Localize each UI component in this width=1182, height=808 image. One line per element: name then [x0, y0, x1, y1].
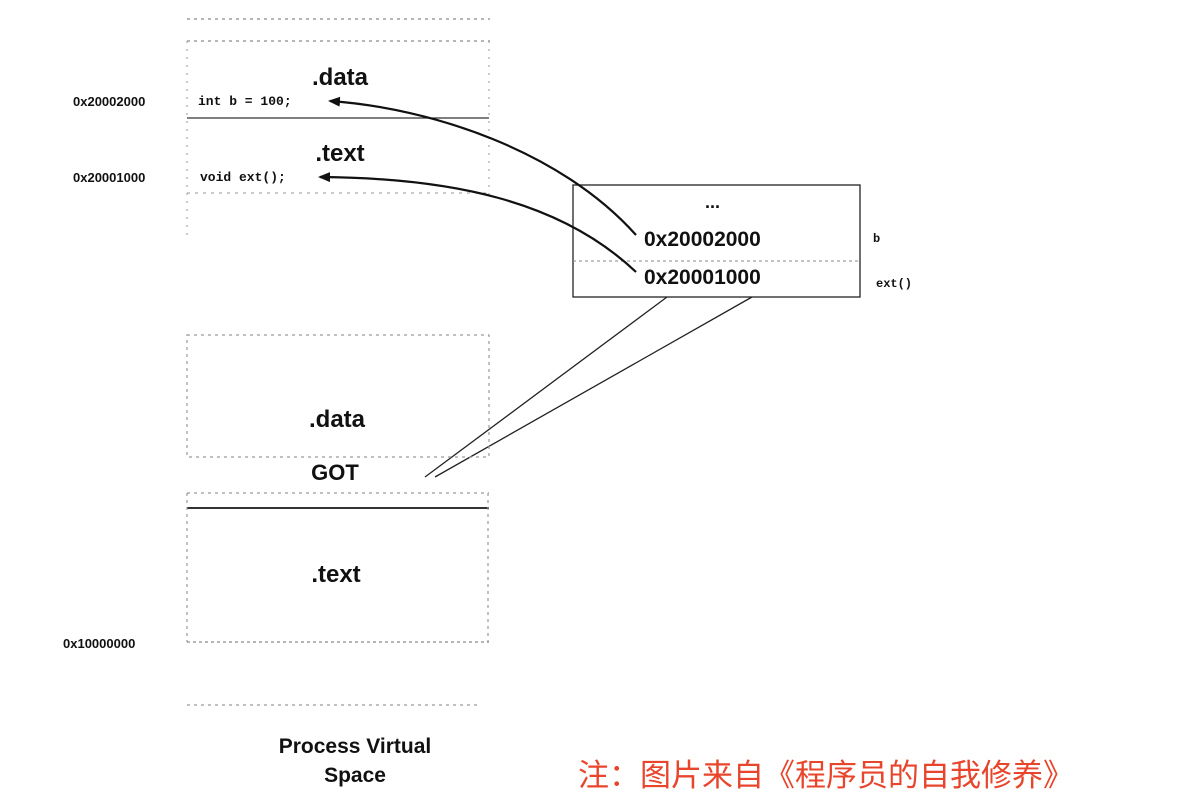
got-entry-value-b: 0x20002000	[644, 228, 761, 251]
got-detail-ellipsis: ...	[705, 192, 721, 212]
caption-line-1: Process Virtual	[278, 735, 432, 758]
got-connector-right	[434, 296, 753, 478]
upper-text-code: void ext();	[200, 170, 286, 185]
arrow-ext-to-text	[318, 172, 637, 273]
got-connector-left	[424, 296, 668, 478]
caption: Process Virtual Space	[235, 732, 475, 790]
upper-data-code: int b = 100;	[198, 94, 292, 109]
source-note: 注：图片来自《程序员的自我修养》	[578, 758, 1074, 794]
upper-text-address: 0x20001000	[73, 170, 146, 185]
arrow-b-to-data	[328, 96, 637, 236]
upper-data-address: 0x20002000	[73, 94, 146, 109]
got-label: GOT	[311, 460, 359, 485]
base-address: 0x10000000	[63, 636, 136, 651]
got-entry-symbol-b: b	[873, 232, 881, 246]
caption-line-2: Space	[324, 764, 386, 787]
lower-text-label: .text	[311, 561, 361, 588]
got-entry-value-ext: 0x20001000	[644, 266, 761, 289]
lower-data-label: .data	[308, 406, 365, 433]
upper-text-label: .text	[315, 140, 365, 167]
got-entry-symbol-ext: ext()	[876, 277, 913, 291]
upper-data-label: .data	[311, 64, 368, 91]
lower-data-box	[186, 334, 490, 458]
got-detail-box	[572, 184, 861, 298]
